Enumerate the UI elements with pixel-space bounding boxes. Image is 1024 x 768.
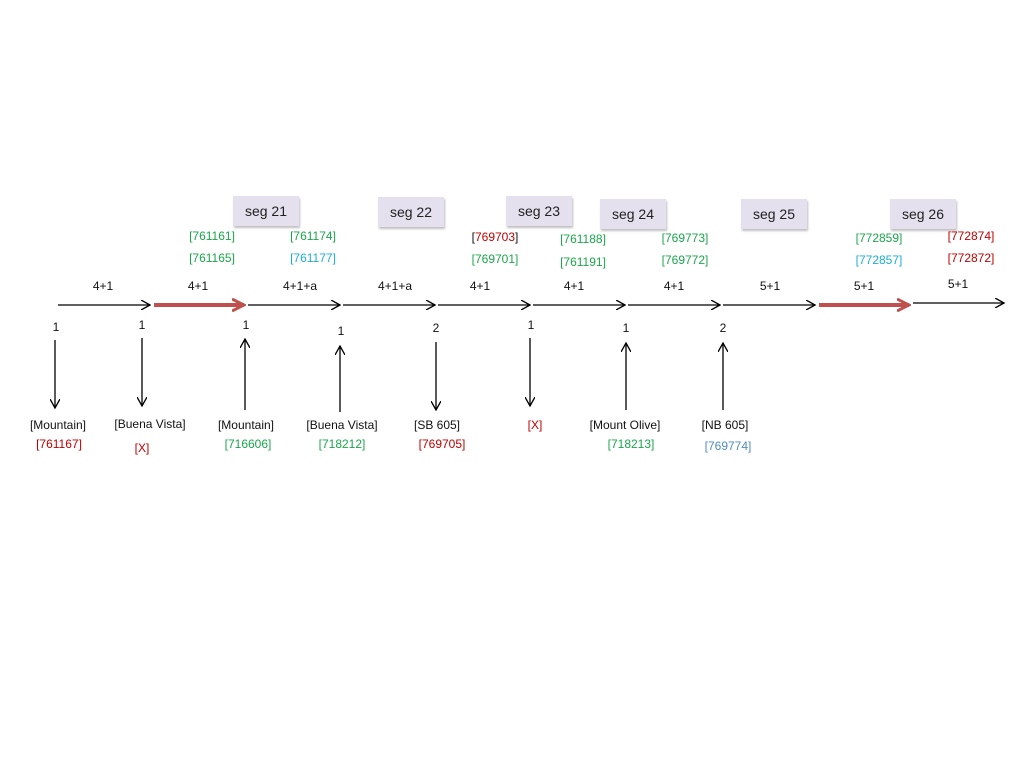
ramp-lane-count: 1	[622, 321, 630, 335]
lane-config-label: 4+1	[469, 279, 491, 293]
lane-config-label: 4+1	[187, 279, 209, 293]
lane-config-label: 5+1	[853, 279, 875, 293]
ramp-id: [716606]	[224, 437, 272, 451]
lane-config-label: 4+1+a	[282, 279, 318, 293]
detector-id: [772874]	[947, 229, 995, 243]
ramp-id: [X]	[527, 418, 543, 432]
ramp-id: [761167]	[36, 437, 82, 451]
lane-config-label: 4+1	[663, 279, 685, 293]
detector-id: [761188]	[560, 232, 606, 246]
detector-id: [761174]	[290, 229, 336, 243]
segment-label-23: seg 23	[506, 196, 572, 226]
lane-config-label: 5+1	[759, 279, 781, 293]
ramp-lane-count: 1	[242, 318, 250, 332]
ramp-name: [Mountain]	[29, 418, 87, 432]
detector-id-red: 769703	[474, 230, 516, 244]
ramp-lane-count: 2	[719, 321, 727, 335]
detector-id: [769701]	[471, 252, 519, 266]
ramp-lane-count: 1	[52, 320, 60, 334]
lane-config-label: 4+1	[563, 279, 585, 293]
lane-config-label: 5+1	[947, 277, 969, 291]
ramp-lane-count: 2	[432, 321, 440, 335]
detector-id: [761177]	[290, 251, 336, 265]
ramp-name: [Mountain]	[217, 418, 275, 432]
ramp-id: [718213]	[607, 437, 655, 451]
lane-config-label: 4+1	[92, 279, 114, 293]
detector-id: [769773]	[661, 231, 709, 245]
ramp-lane-count: 1	[527, 318, 535, 332]
segment-label-26: seg 26	[890, 199, 956, 229]
detector-id: [761165]	[189, 251, 235, 265]
segment-label-21: seg 21	[233, 196, 299, 226]
lane-config-label: 4+1+a	[377, 279, 413, 293]
ramp-name: [NB 605]	[701, 418, 749, 432]
detector-id: [772872]	[947, 251, 995, 265]
ramp-lane-count: 1	[337, 324, 345, 338]
ramp-name: [Buena Vista]	[114, 417, 186, 431]
ramp-name: [SB 605]	[413, 418, 461, 432]
detector-id: [761161]	[189, 229, 235, 243]
ramp-id: [X]	[134, 441, 150, 455]
ramp-lane-count: 1	[138, 318, 146, 332]
ramp-name: [Mount Olive]	[589, 418, 661, 432]
detector-id: [772857]	[855, 253, 903, 267]
ramp-id: [769774]	[704, 439, 752, 453]
detector-id: [761191]	[560, 255, 606, 269]
ramp-id: [718212]	[318, 437, 366, 451]
segment-label-24: seg 24	[600, 199, 666, 229]
detector-id: [769772]	[661, 253, 709, 267]
detector-id: [769703]	[471, 230, 519, 244]
detector-id: [772859]	[855, 231, 903, 245]
segment-label-22: seg 22	[378, 197, 444, 227]
segment-label-25: seg 25	[741, 199, 807, 229]
ramp-name: [Buena Vista]	[306, 418, 378, 432]
ramp-id: [769705]	[418, 437, 466, 451]
